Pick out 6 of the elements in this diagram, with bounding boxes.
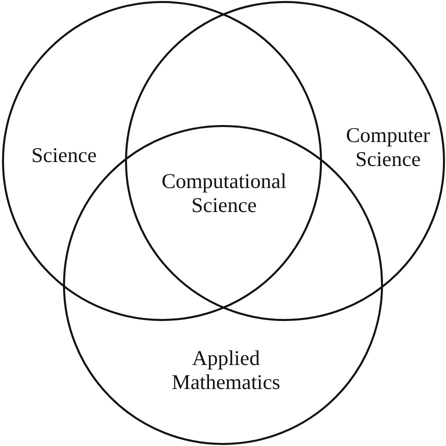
set-circle [125, 1, 445, 321]
set-label: Applied Mathematics [170, 346, 282, 394]
set-label: Science [30, 143, 98, 167]
overlap-label: Computational Science [160, 169, 288, 217]
set-circle [2, 1, 322, 321]
set-label: Computer Science [345, 123, 431, 171]
